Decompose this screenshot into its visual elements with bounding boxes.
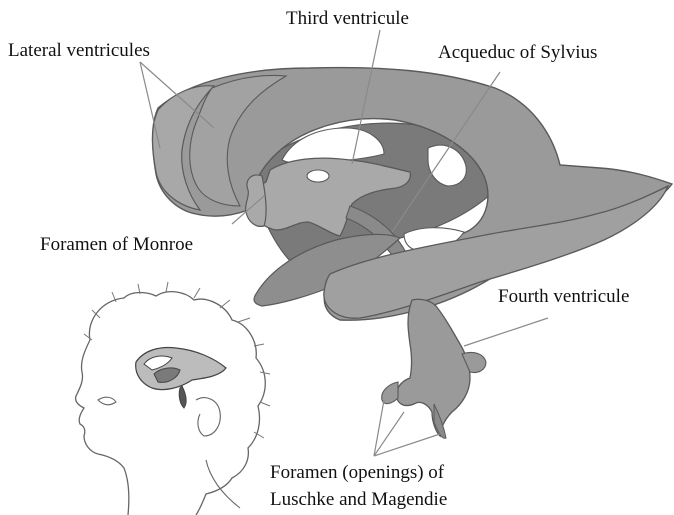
neck	[206, 460, 240, 508]
ear	[196, 398, 220, 436]
leader-fourth	[464, 318, 548, 346]
label-aqueduct-of-sylvius: Acqueduc of Sylvius	[438, 42, 597, 63]
massa-intermedia	[307, 170, 329, 182]
eye	[98, 397, 116, 405]
head-outline	[89, 292, 265, 515]
leader-luschka-2	[374, 434, 440, 456]
leader-lateral-1	[140, 62, 160, 148]
leader-luschka-1	[374, 400, 384, 456]
ventricular-system	[153, 68, 673, 439]
label-foramen-of-monroe: Foramen of Monroe	[40, 234, 193, 255]
mini-ventricle-icon	[136, 348, 226, 408]
label-foramina-line-1: Foramen (openings) of	[270, 462, 445, 483]
face-profile	[76, 340, 129, 515]
label-third-ventricle: Third ventricule	[286, 8, 409, 29]
foramen-of-monroe	[246, 175, 267, 226]
child-head-outline-icon	[76, 282, 270, 515]
label-lateral-ventricles: Lateral ventricules	[8, 40, 150, 61]
label-foramina-line-2: Luschke and Magendie	[270, 489, 447, 510]
fourth-ventricle	[396, 299, 470, 436]
label-fourth-ventricle: Fourth ventricule	[498, 286, 629, 307]
